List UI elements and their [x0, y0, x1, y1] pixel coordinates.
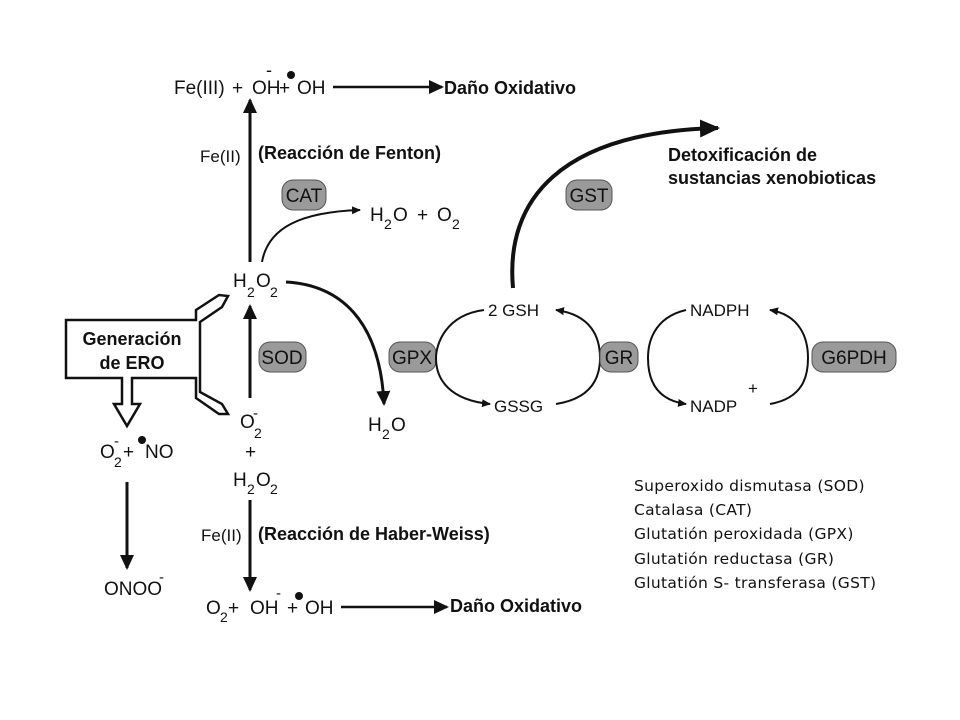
g6pdh-enzyme: G6PDH	[811, 341, 897, 373]
hydrogen-peroxide-center: H 2 O 2	[233, 271, 278, 300]
svg-text:2: 2	[247, 284, 255, 300]
svg-text:GPX: GPX	[392, 348, 432, 369]
svg-text:NO: NO	[145, 442, 174, 463]
arrow-gssg-to-gsh	[555, 307, 602, 405]
negative-charge: -	[266, 60, 272, 80]
svg-text:2: 2	[247, 481, 255, 497]
svg-text:-: -	[253, 405, 258, 422]
svg-text:GST: GST	[569, 186, 608, 207]
legend-item-gpx: Glutatión peroxidada (GPX)	[634, 525, 854, 544]
svg-text:+: +	[228, 598, 239, 619]
svg-text:OH: OH	[250, 598, 279, 619]
svg-text:+: +	[287, 598, 298, 619]
svg-text:-: -	[276, 585, 281, 602]
svg-text:+: +	[417, 205, 428, 226]
nadp-label: NADP	[690, 397, 737, 416]
fenton-products: Fe(III) + OH - + OH	[174, 60, 326, 99]
enzyme-legend: Superoxido dismutasa (SOD) Catalasa (CAT…	[634, 474, 876, 595]
hydrogen-peroxide-lower: H 2 O 2	[233, 470, 278, 497]
svg-text:2: 2	[452, 216, 460, 232]
plus-sign: +	[232, 78, 243, 99]
svg-text:2: 2	[384, 216, 392, 232]
nadph-label: NADPH	[690, 301, 750, 320]
positive-charge: +	[748, 379, 758, 398]
hydroxide-label: OH	[252, 78, 281, 99]
legend-item-cat: Catalasa (CAT)	[634, 501, 753, 520]
arrow-gsh-to-gssg	[434, 309, 491, 408]
superoxide-nitric-oxide: O - 2 + NO	[100, 433, 174, 470]
detox-line1: Detoxificación de	[668, 145, 817, 165]
svg-text:2: 2	[254, 425, 262, 441]
svg-text:O: O	[240, 412, 255, 433]
svg-text:CAT: CAT	[286, 186, 323, 207]
arrow-gsh-to-detox	[510, 119, 720, 289]
cat-enzyme: CAT	[281, 179, 327, 211]
legend-item-gr: Glutatión reductasa (GR)	[634, 549, 835, 568]
gst-enzyme: GST	[565, 179, 613, 211]
svg-text:O: O	[391, 415, 406, 436]
hydroxyl-radical-label: OH	[297, 78, 326, 99]
peroxynitrite-label: ONOO -	[104, 569, 164, 600]
gssg-label: GSSG	[494, 397, 543, 416]
ero-line2: de ERO	[99, 353, 164, 373]
haber-weiss-label: (Reacción de Haber-Weiss)	[258, 524, 490, 544]
svg-text:2: 2	[114, 454, 122, 470]
svg-text:H: H	[233, 271, 247, 292]
svg-text:ONOO: ONOO	[104, 579, 162, 600]
water-product: H 2 O	[368, 415, 406, 442]
svg-text:2: 2	[382, 426, 390, 442]
ero-line1: Generación	[82, 329, 181, 349]
sod-enzyme: SOD	[258, 341, 307, 373]
svg-text:SOD: SOD	[261, 348, 302, 369]
ero-generation-box: Generación de ERO	[64, 293, 231, 429]
plus-sign: +	[279, 78, 290, 99]
arrow-catalase	[261, 206, 361, 263]
oxidative-damage-top: Daño Oxidativo	[444, 78, 576, 98]
gpx-enzyme: GPX	[388, 341, 437, 373]
arrow-nadph-to-nadp	[646, 309, 687, 407]
svg-text:H: H	[233, 470, 247, 491]
fe2-label-top: Fe(II)	[200, 147, 241, 166]
svg-text:O: O	[393, 205, 408, 226]
svg-text:2: 2	[220, 609, 228, 625]
svg-text:O: O	[100, 442, 115, 463]
arrow-nadp-to-nadph	[769, 307, 810, 405]
svg-text:H: H	[368, 415, 382, 436]
svg-text:+: +	[123, 442, 134, 463]
svg-text:2: 2	[270, 284, 278, 300]
svg-text:G6PDH: G6PDH	[821, 348, 886, 369]
svg-text:-: -	[159, 569, 164, 586]
fenton-label: (Reacción de Fenton)	[258, 143, 441, 163]
svg-text:+: +	[245, 442, 256, 463]
radical-dot	[287, 71, 295, 79]
fe2-label-bottom: Fe(II)	[201, 526, 242, 545]
svg-text:O: O	[256, 470, 271, 491]
svg-text:OH: OH	[305, 598, 334, 619]
superoxide-center: O - 2 +	[240, 405, 262, 463]
gsh-label: 2 GSH	[488, 301, 539, 320]
fe3-label: Fe(III)	[174, 78, 225, 99]
svg-text:O: O	[437, 205, 452, 226]
svg-text:O: O	[256, 271, 271, 292]
haber-weiss-products: O 2 + OH - + OH	[206, 585, 334, 625]
detox-line2: sustancias xenobioticas	[668, 168, 876, 188]
water-oxygen-products: H 2 O + O 2	[370, 205, 460, 232]
svg-text:GR: GR	[605, 348, 634, 369]
arrow-h2o2-to-water	[285, 280, 391, 406]
legend-item-sod: Superoxido dismutasa (SOD)	[634, 477, 865, 495]
svg-text:2: 2	[270, 481, 278, 497]
svg-text:H: H	[370, 205, 384, 226]
gr-enzyme: GR	[599, 341, 639, 373]
oxidative-damage-bottom: Daño Oxidativo	[450, 596, 582, 616]
svg-text:O: O	[206, 598, 221, 619]
legend-item-gst: Glutatión S- transferasa (GST)	[634, 573, 877, 592]
svg-text:-: -	[114, 433, 119, 450]
